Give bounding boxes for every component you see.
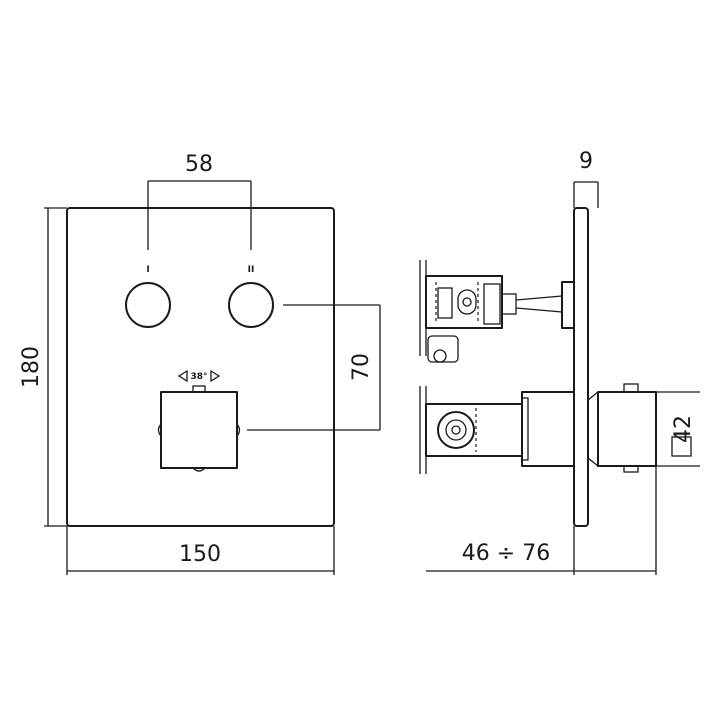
dim-knob-spacing: 58 <box>147 152 252 250</box>
lower-valve-body <box>419 386 575 474</box>
dim-square-size: 42 <box>656 391 700 467</box>
square-symbol <box>671 436 692 457</box>
dim-knob-spacing-label: 58 <box>185 152 213 177</box>
upper-valve-body <box>419 260 575 363</box>
knob-1 <box>125 282 171 328</box>
dim-plate-thickness-label: 9 <box>579 149 593 174</box>
dim-plate-width: 150 <box>66 526 335 575</box>
side-view: 9 42 46 ÷ 76 <box>419 149 700 575</box>
dim-knob-offset-label: 70 <box>349 353 374 381</box>
dim-wall-depth-label: 46 ÷ 76 <box>462 541 550 566</box>
side-plate <box>573 207 589 527</box>
rotation-label: 38° <box>190 372 207 382</box>
side-square-handle <box>587 383 657 473</box>
cover-plate <box>66 207 335 527</box>
knob-1-mark: I <box>146 265 149 275</box>
dim-plate-height-label: 180 <box>19 346 44 388</box>
front-view: I II 38° 58 180 <box>19 152 381 575</box>
dim-square-size-label: 42 <box>671 415 696 443</box>
dim-wall-depth: 46 ÷ 76 <box>426 466 657 575</box>
dim-knob-offset: 70 <box>247 304 381 431</box>
dim-plate-height: 180 <box>19 207 67 527</box>
dim-plate-thickness: 9 <box>573 149 599 208</box>
square-handle <box>157 385 241 472</box>
knob-2 <box>228 282 274 328</box>
rotation-indicator: 38° <box>177 369 221 383</box>
knob-2-mark: II <box>248 265 255 275</box>
dim-plate-width-label: 150 <box>179 542 221 567</box>
